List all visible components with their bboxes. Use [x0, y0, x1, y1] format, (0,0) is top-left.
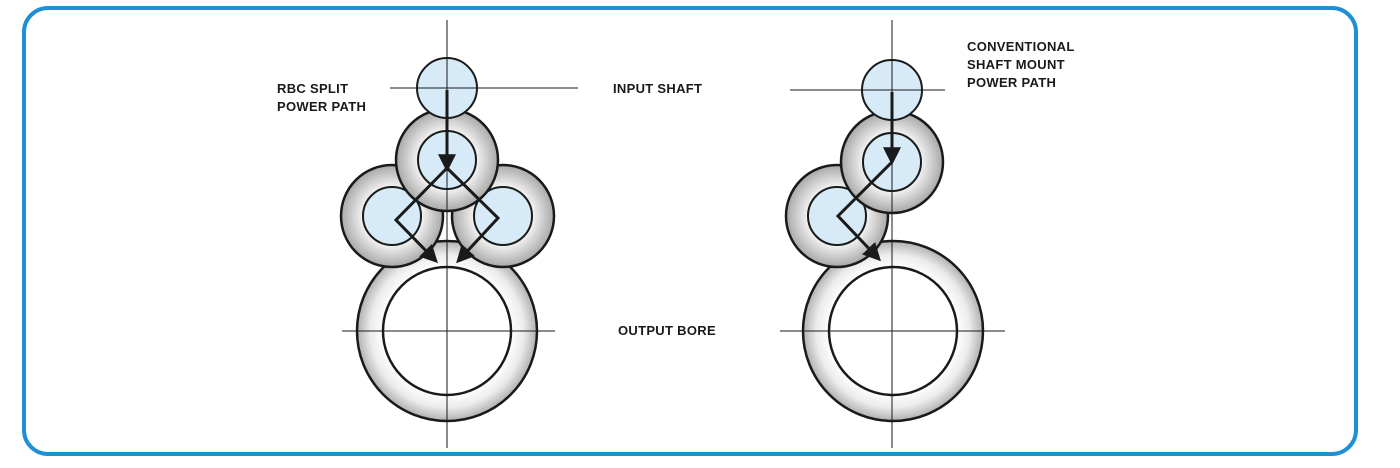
label-output-bore: OUTPUT BORE	[618, 323, 716, 338]
rbc-split-assembly	[339, 20, 578, 448]
conventional-assembly	[780, 20, 1005, 448]
idler-pinion-left-b	[473, 186, 533, 246]
arrow-split-right	[445, 166, 501, 264]
label-rbc-split-power-path: RBC SPLIT POWER PATH	[277, 81, 367, 114]
label-conventional-power-path: CONVENTIONAL SHAFT MOUNT POWER PATH	[967, 39, 1075, 90]
arrow-split-left	[393, 166, 449, 264]
label-input-shaft: INPUT SHAFT	[613, 81, 703, 96]
arrow-conventional-path	[835, 160, 894, 262]
diagram-frame	[22, 6, 1358, 456]
